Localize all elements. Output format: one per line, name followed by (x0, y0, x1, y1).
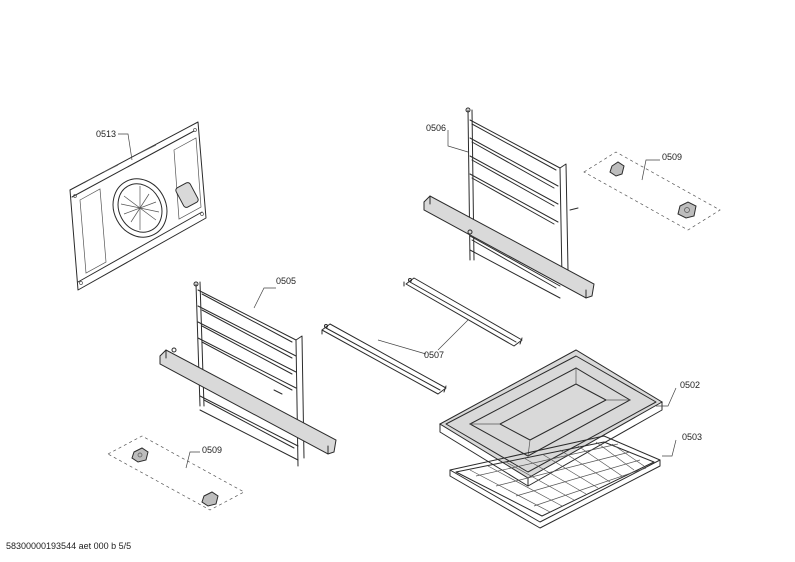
document-id: 58300000193544 aet 000 b 5/5 (6, 541, 132, 551)
label-0507: 0507 (424, 350, 444, 360)
label-0503: 0503 (682, 432, 702, 442)
label-0502: 0502 (680, 380, 700, 390)
shelf-rail-0506[interactable] (423, 107, 595, 299)
shelf-rail-0505[interactable] (159, 281, 337, 467)
label-0509-bottom: 0509 (202, 445, 222, 455)
clips-bottom-0509[interactable] (107, 435, 245, 511)
label-0505: 0505 (276, 276, 296, 286)
label-0509-top: 0509 (662, 152, 682, 162)
label-0513: 0513 (96, 129, 116, 139)
label-0506-top: 0506 (426, 123, 446, 133)
telescopic-runners-0507[interactable] (321, 277, 523, 395)
back-panel-0513[interactable] (69, 121, 207, 291)
wire-grid-0503[interactable] (449, 435, 661, 529)
clips-top-0509[interactable] (583, 151, 721, 231)
baking-tray-0502[interactable] (439, 349, 663, 487)
